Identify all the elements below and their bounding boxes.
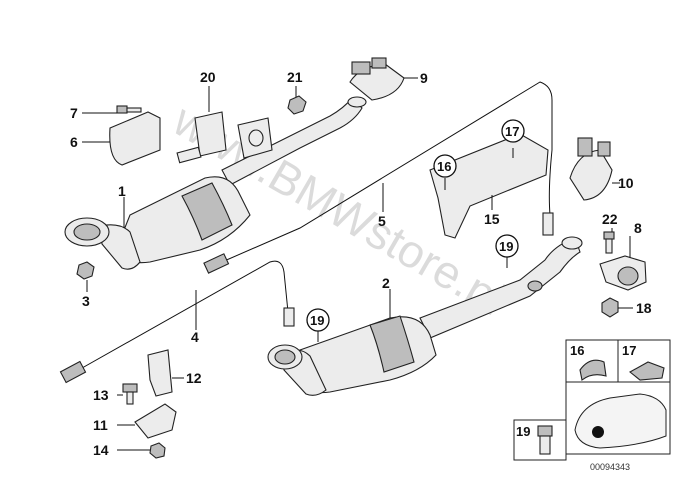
sensor-plug-5 [542, 212, 554, 236]
callout-11: 11 [93, 417, 108, 433]
circled-ref-16: 16 [437, 159, 451, 174]
circled-ref-17: 17 [505, 124, 519, 139]
location-marker [592, 426, 604, 438]
nut-3 [76, 261, 95, 280]
reference-number: 00094343 [590, 462, 630, 472]
nut-14 [149, 442, 166, 459]
inset-label-19: 19 [516, 424, 530, 439]
bracket-20 [176, 111, 227, 164]
callout-6: 6 [70, 134, 78, 150]
inset-label-16: 16 [570, 343, 584, 358]
leader-lines [82, 77, 633, 451]
cable-connector-4 [59, 360, 87, 384]
callout-9: 9 [420, 70, 428, 86]
circled-ref-16-ring [433, 154, 457, 178]
callout-15: 15 [484, 211, 500, 227]
callout-8: 8 [634, 220, 642, 236]
upper-catalytic-converter [64, 96, 367, 270]
callout-1: 1 [118, 183, 126, 199]
sensor-cable-5 [214, 81, 553, 266]
callout-2: 2 [382, 275, 390, 291]
sensor-cable-4 [74, 260, 289, 373]
callout-10: 10 [618, 175, 634, 191]
circled-ref-19b-ring [306, 308, 330, 332]
gasket-hole [248, 129, 264, 147]
circled-ref-19b: 19 [310, 313, 324, 328]
callout-18: 18 [636, 300, 652, 316]
bolt-22 [603, 231, 615, 254]
clamp-9 [349, 57, 405, 101]
sensor-plug-4 [283, 307, 295, 327]
callout-20: 20 [200, 69, 216, 85]
callout-14: 14 [93, 442, 109, 458]
plate-11 [134, 403, 177, 439]
rubber-mount-19 [527, 280, 543, 292]
circled-ref-19a: 19 [499, 239, 513, 254]
inset-label-17: 17 [622, 343, 636, 358]
mount-8 [599, 255, 647, 291]
bracket-12 [147, 349, 173, 397]
callout-13: 13 [93, 387, 109, 403]
bolt-13 [122, 383, 138, 405]
heat-shield-6 [109, 111, 161, 166]
inset-panel: 16 17 19 [513, 339, 671, 461]
callout-4: 4 [191, 329, 199, 345]
nut-21 [287, 95, 307, 115]
callout-7: 7 [70, 105, 78, 121]
callout-12: 12 [186, 370, 202, 386]
lower-catalytic-converter [267, 236, 583, 396]
clamp-10 [569, 137, 613, 201]
callout-3: 3 [82, 293, 90, 309]
nut-18 [601, 297, 619, 318]
callout-22: 22 [602, 211, 618, 227]
callout-5: 5 [378, 213, 386, 229]
circled-ref-17-ring [501, 119, 525, 143]
circled-ref-19a-ring [495, 234, 519, 258]
callout-21: 21 [287, 69, 303, 85]
bolt-7 [116, 105, 142, 114]
cable-connector-5 [203, 253, 230, 274]
heat-shield-15 [429, 133, 549, 239]
